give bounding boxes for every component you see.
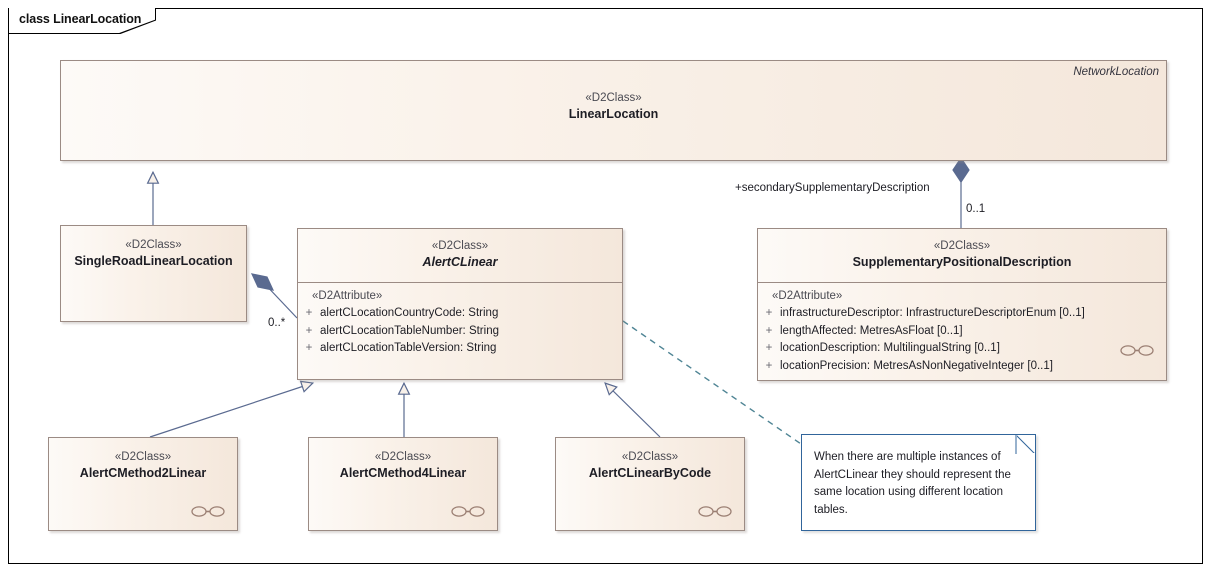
composition-multiplicity-label: 0..*: [268, 317, 286, 329]
diagram-frame-top-edge: [155, 8, 1203, 9]
class-stereotype: «D2Class»: [431, 240, 489, 252]
attribute-row: + locationDescription: MultilingualStrin…: [758, 340, 1166, 358]
attribute-visibility: +: [765, 342, 773, 354]
diagram-frame-tab: class LinearLocation: [8, 8, 156, 34]
link-icon: [451, 506, 485, 517]
attribute-text: locationDescription: MultilingualString …: [780, 342, 1000, 354]
class-stereotype: «D2Class»: [621, 451, 679, 463]
attribute-visibility: +: [305, 307, 313, 319]
note-text: When there are multiple instances of Ale…: [814, 451, 1011, 516]
class-corner-tag-networklocation: NetworkLocation: [1073, 66, 1159, 78]
attribute-text: locationPrecision: MetresAsNonNegativeIn…: [780, 359, 1053, 372]
attribute-row: + locationPrecision: MetresAsNonNegative…: [758, 358, 1166, 376]
class-stereotype: «D2Class»: [374, 451, 432, 463]
attribute-stereotype: «D2Attribute»: [772, 290, 843, 302]
attribute-visibility: +: [765, 359, 773, 372]
class-box-linear-location[interactable]: NetworkLocation «D2Class» LinearLocation: [60, 60, 1167, 161]
note-fold-icon: [1015, 434, 1036, 455]
class-compartment-separator: [298, 282, 622, 283]
link-icon: [698, 506, 732, 517]
class-name: SupplementaryPositionalDescription: [852, 255, 1072, 269]
class-box-alertclinear[interactable]: «D2Class» AlertCLinear «D2Attribute» + a…: [297, 228, 623, 380]
class-box-supplementary-positional-description[interactable]: «D2Class» SupplementaryPositionalDescrip…: [757, 228, 1167, 381]
class-stereotype: «D2Class»: [114, 451, 172, 463]
class-compartment-separator: [758, 282, 1166, 283]
class-name: AlertCMethod2Linear: [79, 466, 207, 480]
class-header: «D2Class» AlertCMethod2Linear: [49, 438, 237, 482]
class-header: «D2Class» AlertCLinear: [298, 229, 622, 271]
diagram-frame-border: [8, 8, 1203, 564]
class-header: «D2Class» AlertCLinearByCode: [556, 438, 744, 482]
attribute-row: + infrastructureDescriptor: Infrastructu…: [758, 305, 1166, 323]
class-box-alertclinearbycode[interactable]: «D2Class» AlertCLinearByCode: [555, 437, 745, 531]
link-icon: [1120, 345, 1154, 356]
attribute-text: alertCLocationTableNumber: String: [320, 324, 499, 337]
aggregation-role-label: +secondarySupplementaryDescription: [735, 182, 930, 194]
class-header: «D2Class» SupplementaryPositionalDescrip…: [758, 229, 1166, 271]
attribute-stereotype: «D2Attribute»: [312, 290, 383, 302]
class-name: AlertCLinearByCode: [588, 466, 712, 480]
class-box-single-road-linear-location[interactable]: «D2Class» SingleRoadLinearLocation: [60, 225, 247, 322]
class-name: AlertCLinear: [422, 255, 498, 269]
class-box-alertcmethod2linear[interactable]: «D2Class» AlertCMethod2Linear: [48, 437, 238, 531]
link-icon: [191, 506, 225, 517]
uml-note[interactable]: When there are multiple instances of Ale…: [801, 434, 1036, 531]
attribute-row: + lengthAffected: MetresAsFloat [0..1]: [758, 323, 1166, 341]
attribute-text: alertCLocationCountryCode: String: [320, 307, 499, 319]
class-stereotype: «D2Class»: [585, 92, 642, 104]
class-name: LinearLocation: [568, 107, 659, 121]
attribute-row: + alertCLocationTableVersion: String: [298, 340, 622, 358]
attribute-text: lengthAffected: MetresAsFloat [0..1]: [780, 324, 963, 337]
class-name: AlertCMethod4Linear: [339, 466, 467, 480]
aggregation-multiplicity-label: 0..1: [966, 203, 986, 215]
class-attributes: «D2Attribute» + infrastructureDescriptor…: [758, 282, 1166, 375]
class-header: «D2Class» SingleRoadLinearLocation: [61, 226, 246, 270]
class-header: «D2Class» AlertCMethod4Linear: [309, 438, 497, 482]
diagram-title: class LinearLocation: [19, 12, 142, 26]
attribute-text: infrastructureDescriptor: Infrastructure…: [780, 307, 1085, 319]
attribute-visibility: +: [305, 324, 313, 337]
attribute-visibility: +: [305, 342, 313, 354]
attribute-text: alertCLocationTableVersion: String: [320, 342, 497, 354]
class-box-alertcmethod4linear[interactable]: «D2Class» AlertCMethod4Linear: [308, 437, 498, 531]
attribute-row: + alertCLocationTableNumber: String: [298, 323, 622, 341]
attribute-row: + alertCLocationCountryCode: String: [298, 305, 622, 323]
attribute-visibility: +: [765, 324, 773, 337]
class-header: «D2Class» LinearLocation: [61, 61, 1166, 123]
class-attributes: «D2Attribute» + alertCLocationCountryCod…: [298, 282, 622, 358]
class-stereotype: «D2Class»: [933, 240, 991, 252]
class-name: SingleRoadLinearLocation: [74, 254, 233, 268]
attribute-visibility: +: [765, 307, 773, 319]
class-stereotype: «D2Class»: [125, 239, 182, 251]
